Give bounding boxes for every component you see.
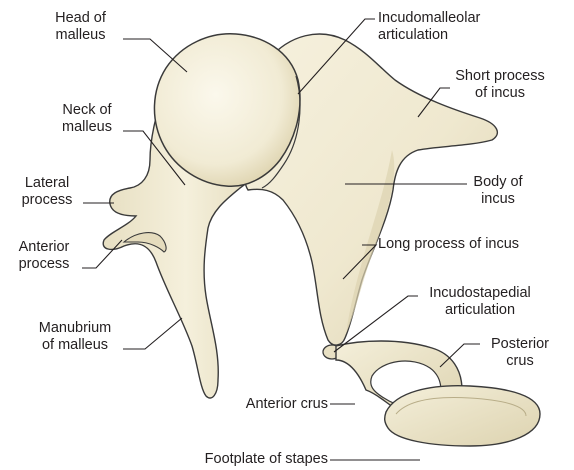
- label-line: of malleus: [28, 337, 122, 354]
- label-line: Anterior: [6, 239, 82, 256]
- label-line: incus: [469, 191, 527, 208]
- label-line: malleus: [38, 27, 123, 44]
- label-line: Short process: [452, 68, 548, 85]
- label-line: Long process of incus: [378, 236, 519, 253]
- label-posterior-crus: Posterior crus: [482, 336, 558, 370]
- label-long-process-of-incus: Long process of incus: [378, 236, 519, 253]
- label-line: Lateral: [12, 175, 82, 192]
- label-line: of incus: [452, 85, 548, 102]
- malleus-head: [154, 34, 300, 186]
- label-line: Incudostapedial: [418, 285, 542, 302]
- label-line: malleus: [52, 119, 122, 136]
- label-head-of-malleus: Head of malleus: [38, 10, 123, 44]
- label-line: Body of: [469, 174, 527, 191]
- label-anterior-crus: Anterior crus: [200, 396, 328, 413]
- label-footplate-of-stapes: Footplate of stapes: [168, 451, 328, 468]
- footplate: [385, 386, 540, 446]
- label-line: articulation: [378, 27, 480, 44]
- label-lateral-process: Lateral process: [12, 175, 82, 209]
- label-short-process-of-incus: Short process of incus: [452, 68, 548, 102]
- label-line: Anterior crus: [200, 396, 328, 413]
- label-line: articulation: [418, 302, 542, 319]
- label-line: process: [6, 256, 82, 273]
- label-line: Posterior: [482, 336, 558, 353]
- label-manubrium-of-malleus: Manubrium of malleus: [28, 320, 122, 354]
- label-line: Neck of: [52, 102, 122, 119]
- malleus: [103, 34, 300, 398]
- label-line: process: [12, 192, 82, 209]
- label-line: Head of: [38, 10, 123, 27]
- label-line: Incudomalleolar: [378, 10, 480, 27]
- label-line: Manubrium: [28, 320, 122, 337]
- label-line: crus: [482, 353, 558, 370]
- label-neck-of-malleus: Neck of malleus: [52, 102, 122, 136]
- label-anterior-process: Anterior process: [6, 239, 82, 273]
- label-incudomalleolar-articulation: Incudomalleolar articulation: [378, 10, 480, 44]
- label-line: Footplate of stapes: [168, 451, 328, 468]
- label-incudostapedial-articulation: Incudostapedial articulation: [418, 285, 542, 319]
- label-body-of-incus: Body of incus: [469, 174, 527, 208]
- leader-manubrium: [123, 318, 182, 349]
